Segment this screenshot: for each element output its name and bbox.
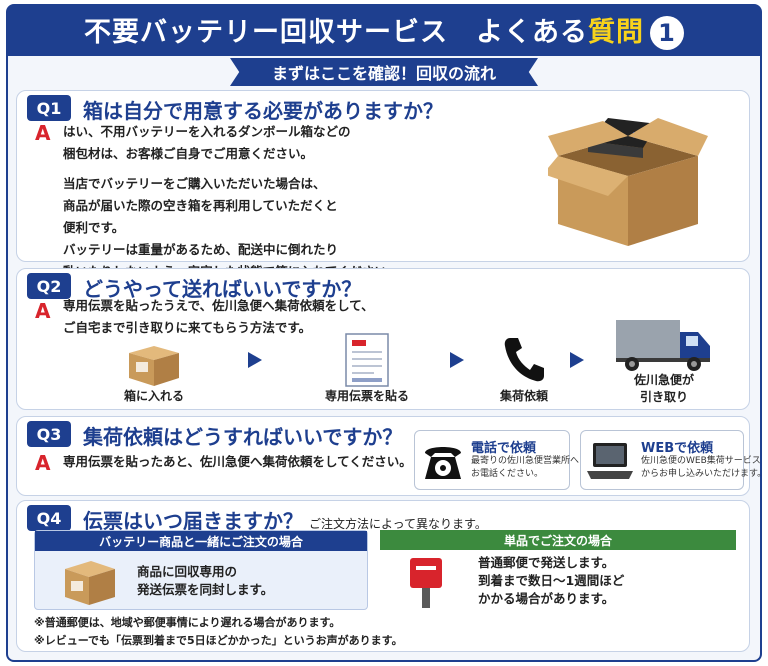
laptop-icon [587,443,633,479]
q3-badge: Q3 [27,421,71,447]
phone-icon [504,338,544,382]
q4-note: ご注文方法によって異なります。 [309,517,487,531]
q4-question: 伝票はいつ届きますか？ご注文方法によって異なります。 [83,509,487,533]
q3-answer: 専用伝票を貼ったあと、佐川急便へ集荷依頼をしてください。 [63,454,412,469]
q1-badge: Q1 [27,95,71,121]
mailbox-icon [410,558,442,608]
pane-single-order: 単品でご注文の場合 普通郵便で発送します。 到着まで数日〜1週間ほど かかる場合… [380,530,736,610]
q3-question: 集荷依頼はどうすればいいですか？ [83,425,403,449]
box-icon [129,346,179,386]
phone-request-box: 電話で依頼 最寄りの佐川急便営業所へ お電話ください。 [414,430,579,490]
flow-step-4: 佐川急便が 引き取り [633,373,694,404]
battery-in-box-icon [548,118,708,246]
footnote-1: ※普通郵便は、地域や郵便事情により遅れる場合があります。 [34,616,341,629]
footnote-2: ※レビューでも「伝票到着まで5日ほどかかった」というお声があります。 [34,634,403,647]
q2-badge: Q2 [27,273,71,299]
q1-answer-mark: A [35,121,51,145]
web-request-title: WEBで依頼 [641,441,714,456]
flow-arrow-3 [570,352,584,368]
q2-answer: 専用伝票を貼ったうえで、佐川急便へ集荷依頼をして、 ご自宅まで引き取りに来てもら… [63,298,374,335]
flow-step-3: 集荷依頼 [499,389,548,403]
phone-request-title: 電話で依頼 [471,441,537,456]
pane-right-text: 普通郵便で発送します。 到着まで数日〜1週間ほど かかる場合があります。 [478,555,625,606]
package-icon [65,561,115,605]
subtitle-ribbon: まずはここを確認！回収の流れ [230,58,538,86]
flow-arrow-2 [450,352,464,368]
delivery-truck-icon [616,320,710,371]
flow-arrow-1 [248,352,262,368]
shipping-slip-icon [345,333,389,387]
q1-question: 箱は自分で用意する必要がありますか？ [83,99,443,123]
q2-answer-mark: A [35,299,51,323]
pane-with-battery-order: バッテリー商品と一緒にご注文の場合 商品に回収専用の 発送伝票を同封します。 [34,530,368,610]
pane-right-head: 単品でご注文の場合 [380,530,736,550]
rotary-phone-icon [425,447,461,479]
q2-question: どうやって送ればいいですか？ [83,277,362,301]
web-request-desc: 佐川急便のWEB集荷サービス からお申し込みいただけます。 [641,456,767,479]
flow-step-1: 箱に入れる [123,389,184,403]
pane-left-head: バッテリー商品と一緒にご注文の場合 [35,531,367,551]
title-number-badge: 1 [650,16,684,51]
pane-left-text: 商品に回収専用の 発送伝票を同封します。 [137,564,274,597]
title-highlight: 質問 [588,16,644,48]
phone-request-desc: 最寄りの佐川急便営業所へ お電話ください。 [471,456,580,479]
q4-badge: Q4 [27,505,71,531]
flow-step-2: 専用伝票を貼る [324,389,409,403]
q1-answer: はい、不用バッテリーを入れるダンボール箱などの 梱包材は、お客様ご自身でご用意く… [63,124,400,279]
web-request-box: WEBで依頼 佐川急便のWEB集荷サービス からお申し込みいただけます。 [580,430,766,490]
q3-answer-mark: A [35,451,51,475]
